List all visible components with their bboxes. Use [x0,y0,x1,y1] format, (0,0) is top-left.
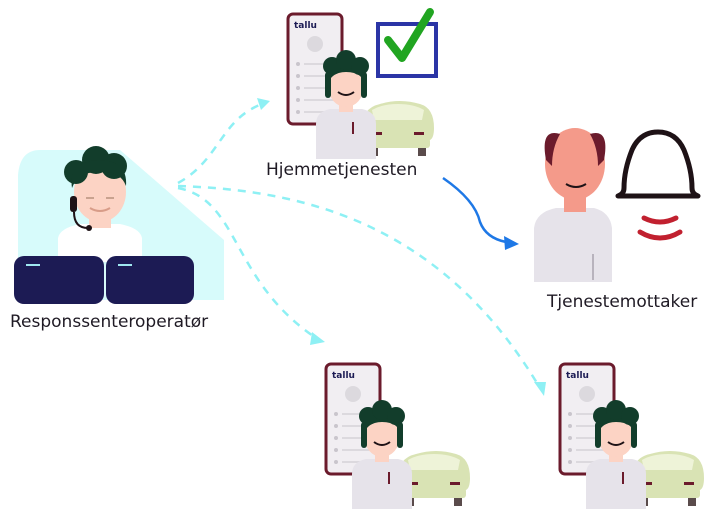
home-service-group-bottom-middle [324,362,470,509]
dashed-arrow-to-home [177,102,263,185]
home-service-group-bottom-right [558,362,704,509]
response-operator [14,146,224,304]
home-service-group [286,8,438,160]
solid-arrow-to-receiver [442,176,507,244]
keyboard-right [106,256,194,304]
label-response-operator: Responssenteroperatør [10,312,209,332]
label-home-service: Hjemmetjenesten [266,160,418,180]
dashed-arrow-to-bottom-middle [177,186,317,340]
arrowhead-bottom-middle [310,332,325,345]
headset-icon [70,196,92,231]
label-service-recipient: Tjenestemottaker [547,292,698,312]
arrowhead-bottom-right [534,382,546,396]
keyboard-left [14,256,104,304]
arrowhead-home [257,98,270,110]
service-recipient [534,128,612,282]
arrowhead-receiver [504,236,519,250]
bell-alarm-icon [615,129,701,241]
checkbox-checked-icon [376,8,438,78]
dashed-arrow-to-bottom-right [177,184,542,389]
